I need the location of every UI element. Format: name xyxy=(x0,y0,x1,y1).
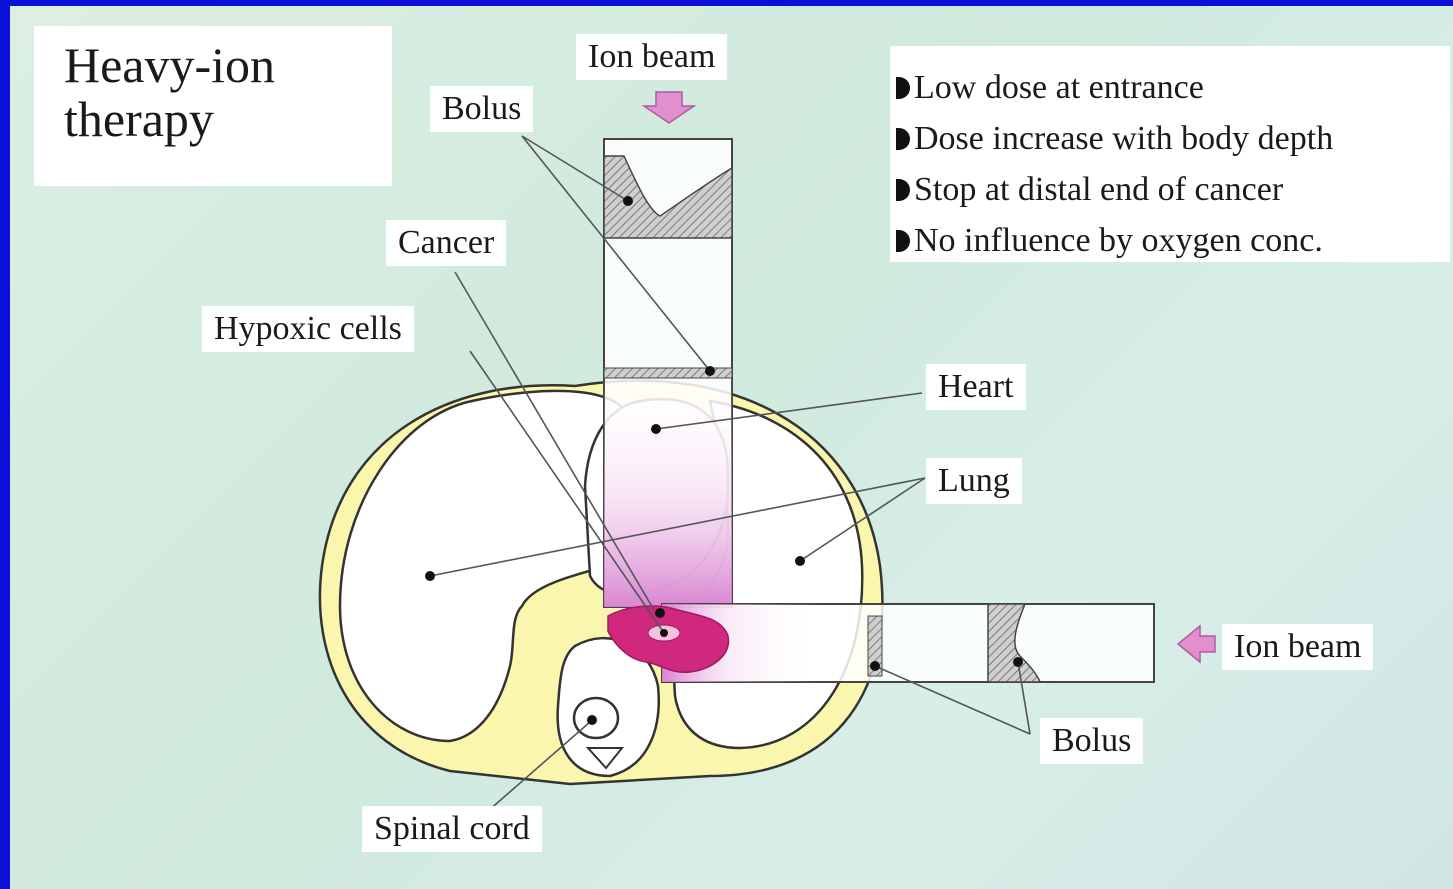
label-hypoxic-cells: Hypoxic cells xyxy=(202,306,414,352)
arrow-down-icon xyxy=(644,92,694,123)
label-bolus-bottom: Bolus xyxy=(1040,718,1143,764)
feature-bullets: Low dose at entrance Dose increase with … xyxy=(890,46,1450,262)
label-ion-beam-top: Ion beam xyxy=(576,34,727,80)
label-ion-beam-right: Ion beam xyxy=(1222,624,1373,670)
label-heart: Heart xyxy=(926,364,1026,410)
bullet-icon xyxy=(896,128,910,150)
bullet-item: Stop at distal end of cancer xyxy=(896,164,1450,215)
arrow-left-icon xyxy=(1178,626,1215,662)
bullet-item: Low dose at entrance xyxy=(896,62,1450,113)
slide-title: Heavy-ion therapy xyxy=(34,26,392,186)
bullet-list: Low dose at entrance Dose increase with … xyxy=(896,62,1450,266)
label-lung: Lung xyxy=(926,458,1022,504)
bullet-text: Dose increase with body depth xyxy=(914,113,1333,164)
label-spinal-cord: Spinal cord xyxy=(362,806,542,852)
label-cancer: Cancer xyxy=(386,220,506,266)
bullet-icon xyxy=(896,77,910,99)
bullet-item: Dose increase with body depth xyxy=(896,113,1450,164)
title-line-1: Heavy-ion xyxy=(64,38,392,92)
bullet-text: Low dose at entrance xyxy=(914,62,1204,113)
bullet-text: No influence by oxygen conc. xyxy=(914,215,1323,266)
bullet-text: Stop at distal end of cancer xyxy=(914,164,1283,215)
bullet-icon xyxy=(896,179,910,201)
slide: Heavy-ion therapy Ion beam Bolus Cancer … xyxy=(10,6,1453,889)
bullet-icon xyxy=(896,230,910,252)
label-bolus-top: Bolus xyxy=(430,86,533,132)
bullet-item: No influence by oxygen conc. xyxy=(896,215,1450,266)
vertical-dose-gradient xyxy=(604,366,732,607)
title-line-2: therapy xyxy=(64,92,392,146)
